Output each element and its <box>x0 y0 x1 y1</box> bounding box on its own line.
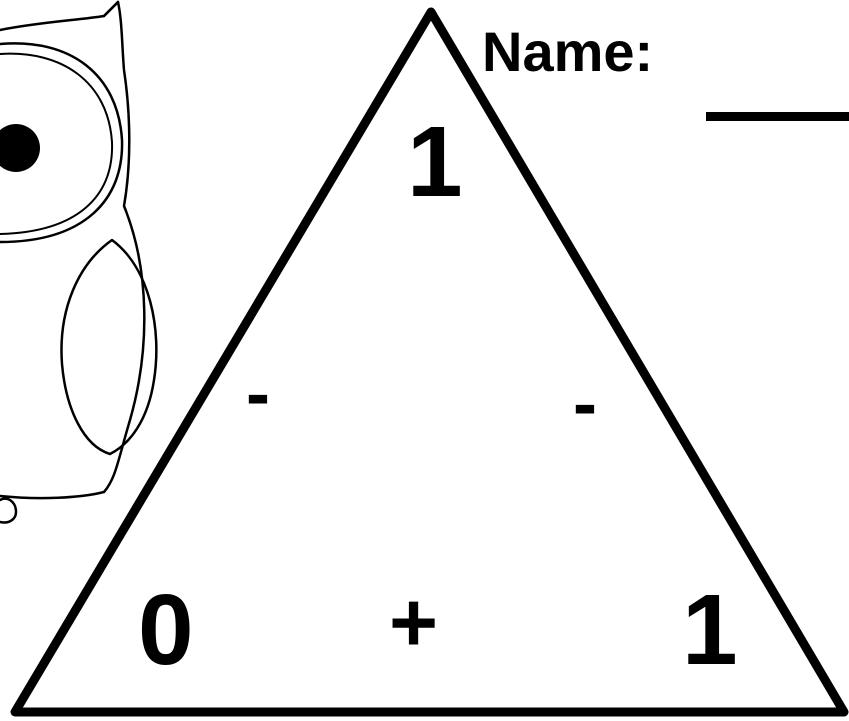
owl-foot <box>0 499 16 523</box>
triangle-bottom-left-number: 0 <box>138 580 194 680</box>
right-side-operator: - <box>573 368 597 440</box>
left-side-operator: - <box>246 358 270 430</box>
triangle-top-number: 1 <box>407 112 463 212</box>
owl-ear-tuft <box>104 2 118 16</box>
name-label: Name: <box>482 24 653 80</box>
triangle-bottom-right-number: 1 <box>682 580 738 680</box>
owl-pupil-icon <box>0 124 40 172</box>
name-blank-line[interactable] <box>706 112 849 121</box>
bottom-operator: + <box>389 580 438 664</box>
owl-illustration <box>0 2 156 523</box>
